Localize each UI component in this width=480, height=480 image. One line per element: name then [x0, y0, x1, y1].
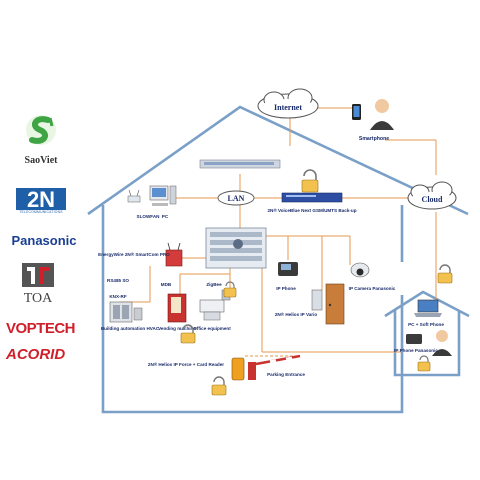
laptop-icon [414, 299, 442, 317]
vending-machine-icon [167, 293, 187, 323]
voiceblue-label: 2N® VoiceBlue Next GSM/UMTS Back-up [267, 207, 356, 213]
voptech-logo: VOPTECH [6, 320, 84, 338]
house-outline [87, 105, 469, 216]
hvac-panel-icon [109, 301, 143, 323]
barrier-gate-icon [248, 354, 301, 380]
lan-label: LAN [228, 194, 245, 203]
saoviet-logo: SaoViet [6, 112, 76, 166]
2n-logo: 2N TELECOMMUNICATIONS [16, 188, 66, 214]
padlock-icon [437, 264, 453, 284]
smartphone-label: Smartphone [359, 136, 389, 142]
building-label: Building automation HVAC [101, 326, 160, 331]
internet-label: Internet [274, 103, 302, 112]
vario-label: 2N® Helios IP Vario [275, 311, 318, 317]
saoviet-text: SaoViet [24, 155, 58, 166]
saoviet-mark-icon [26, 115, 56, 145]
router-icon [127, 189, 141, 203]
2n-text: 2N [26, 187, 56, 212]
ipphone-pana-label: IP Phone Panasonic [394, 348, 438, 353]
toa-logo: TOA [18, 262, 58, 307]
cloud-icon [407, 181, 457, 210]
padlock-icon [301, 169, 319, 193]
acorid-logo: ACORID [6, 346, 84, 364]
ip-camera-icon [350, 262, 370, 278]
padlock-icon [417, 355, 431, 372]
ipphone-label: IP Phone [276, 286, 296, 291]
pc-label: PC [162, 214, 169, 219]
acorid-text: ACORID [6, 346, 66, 363]
voiceblue-gateway-icon [281, 192, 343, 203]
vending-label: Vending machine [158, 326, 196, 331]
smartcom-device-icon [165, 242, 183, 267]
smartphone-user-icon [352, 99, 394, 130]
energywire-label: EnergyWire 2N® SmartCom PRO [98, 251, 170, 257]
rack-switch-icon [199, 159, 281, 169]
toa-text: TOA [23, 291, 53, 306]
user-icon [432, 330, 452, 356]
padlock-icon [223, 281, 237, 298]
office-label: Office equipment [193, 326, 231, 331]
panasonic-logo: Panasonic [4, 232, 84, 250]
small-house-walls [393, 310, 461, 377]
internet-cloud-icon [257, 88, 319, 119]
slowfan-label: SLOWFAN [137, 214, 161, 219]
small-house-outline [384, 290, 470, 318]
house-walls [101, 205, 404, 414]
rs485-label: RS485 SO [107, 278, 129, 283]
padlock-icon [211, 376, 227, 396]
force-label: 2N® Helios IP Force + Card Reader [148, 361, 224, 367]
toa-mark-icon [22, 263, 54, 287]
mdb-label: MDB [161, 282, 172, 287]
lan-bubble [217, 190, 255, 206]
links [120, 107, 437, 357]
voptech-text: VOPTECH [6, 320, 76, 337]
padlock-icon [180, 324, 196, 344]
pc-icon [149, 185, 177, 206]
2n-sub: TELECOMMUNICATIONS [19, 210, 63, 214]
ipcamera-label: IP Camera Panasonic [349, 286, 396, 291]
panasonic-text: Panasonic [11, 233, 77, 248]
ip-phone-icon [278, 262, 298, 276]
pc-softphone-label: PC + Soft Phone [408, 322, 444, 327]
parking-label: Parking Entrance [267, 372, 305, 377]
knx-label: KNX-RF [109, 294, 127, 299]
cloud-label: Cloud [422, 195, 443, 204]
zigbee-label: ZigBee [206, 282, 222, 287]
ip-phone-pana-icon [406, 334, 422, 344]
pbx-rack-icon [205, 227, 267, 269]
door-intercom-icon [311, 283, 345, 325]
helios-force-icon [231, 357, 245, 381]
